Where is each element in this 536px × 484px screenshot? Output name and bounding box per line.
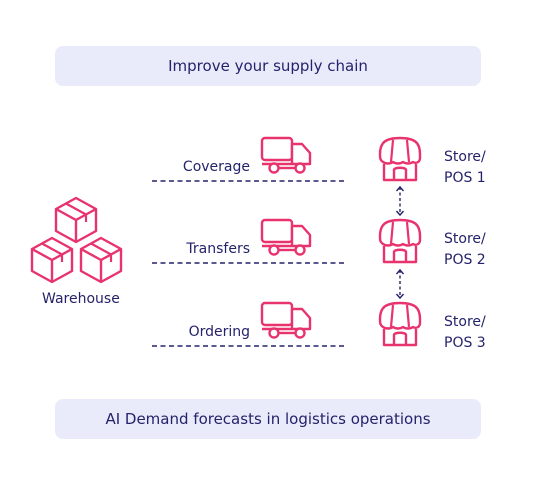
route-label-coverage: Coverage — [182, 159, 250, 175]
footer-banner: AI Demand forecasts in logistics operati… — [55, 399, 481, 439]
double-arrow-icon — [395, 269, 405, 299]
store-label-1: Store/ POS 1 — [444, 149, 486, 186]
truck-icon — [260, 301, 312, 339]
store-icon — [378, 301, 422, 347]
header-banner: Improve your supply chain — [55, 46, 481, 86]
route-label-transfers: Transfers — [186, 241, 250, 257]
truck-icon — [260, 218, 312, 256]
truck-icon — [260, 136, 312, 174]
store-icon — [378, 218, 422, 264]
boxes-icon — [30, 196, 123, 284]
header-title: Improve your supply chain — [168, 57, 368, 75]
store-label-2: Store/ POS 2 — [444, 231, 486, 268]
store-label-3: Store/ POS 3 — [444, 314, 486, 351]
warehouse-label: Warehouse — [42, 291, 120, 307]
store-icon — [378, 136, 422, 182]
route-label-ordering: Ordering — [188, 324, 250, 340]
footer-caption: AI Demand forecasts in logistics operati… — [105, 410, 431, 428]
double-arrow-icon — [395, 186, 405, 216]
